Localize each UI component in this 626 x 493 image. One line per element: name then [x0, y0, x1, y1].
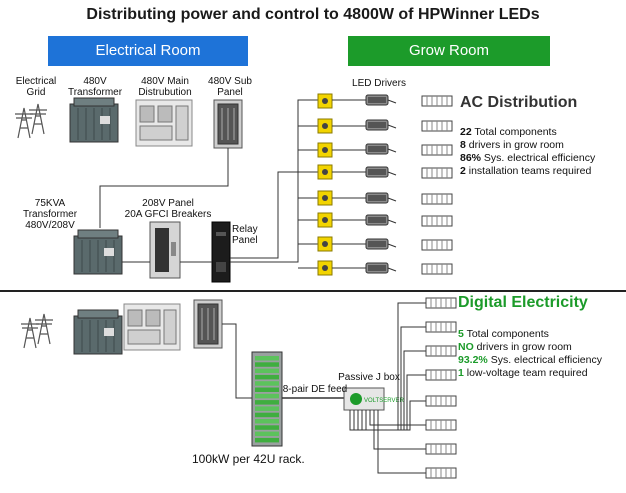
ac-stat-item: 86% Sys. electrical efficiency [460, 152, 596, 164]
passive-jbox-icon: VOLTSERVER [343, 387, 404, 411]
wire-relay-to-grow-b [230, 99, 318, 263]
electrical-grid-tower-icon [14, 107, 34, 139]
rack-caption: 100kW per 42U rack. [192, 452, 305, 466]
de-stats-list: 5 Total components NO drivers in grow ro… [458, 328, 602, 380]
de-fanout-wire [349, 302, 426, 431]
de-led-fixture-icon [425, 297, 457, 309]
ac-row [317, 118, 453, 134]
grow-room-banner: Grow Room [348, 36, 550, 66]
rack-module [255, 400, 279, 405]
de-stat-item: 1 low-voltage team required [458, 367, 588, 379]
ac-row [317, 260, 453, 276]
ac-stat-item: 2 installation teams required [460, 165, 592, 177]
label-transformer-480: 480V Transformer [67, 76, 123, 98]
de-fanout-wire [373, 410, 426, 450]
de-fanout-wire [365, 400, 426, 431]
jbox-brand-text: VOLTSERVER [364, 398, 404, 404]
rack-module [255, 356, 279, 361]
ac-stats-list: 22 Total components 8 drivers in grow ro… [460, 126, 595, 178]
rack-module [255, 431, 279, 437]
de-led-fixture-icon [425, 345, 457, 357]
label-transformer-75kva: 75KVA Transformer 480V/208V [22, 198, 78, 231]
rack-module [255, 387, 279, 392]
ac-distribution-heading: AC Distribution [460, 94, 578, 111]
label-panel-208v: 208V Panel 20A GFCI Breakers [124, 198, 212, 220]
rack-module [255, 362, 279, 367]
de-stat-item: NO drivers in grow room [458, 341, 572, 353]
de-sub-panel-icon [193, 299, 223, 349]
relay-panel-icon [211, 221, 231, 283]
de-grid-tower-icon [20, 317, 40, 349]
ac-row [317, 236, 453, 252]
de-stat-item: 5 Total components [458, 328, 549, 340]
label-main-distribution: 480V Main Distrubution [138, 76, 192, 98]
rack-module [255, 425, 279, 430]
wire-de-panel-to-rack [222, 323, 252, 399]
de-stat-item: 93.2% Sys. electrical efficiency [458, 354, 602, 366]
de-led-fixture-icon [425, 419, 457, 431]
de-led-fixture-icon [425, 369, 457, 381]
de-led-fixture-icon [425, 467, 457, 479]
rack-module [255, 374, 279, 380]
ac-stat-item: 8 drivers in grow room [460, 139, 564, 151]
rack-module [255, 412, 279, 418]
de-led-fixture-icon [425, 443, 457, 455]
rack-module [255, 368, 279, 374]
rack-module [255, 393, 279, 399]
electrical-grid-tower-icon [28, 103, 48, 135]
de-led-fixture-icon [425, 321, 457, 333]
digital-electricity-heading: Digital Electricity [458, 294, 588, 311]
transformer-75kva-icon [73, 229, 123, 275]
de-fixtures [425, 297, 457, 479]
sub-panel-icon [213, 99, 243, 149]
main-distribution-icon [135, 99, 193, 147]
ac-row [317, 190, 453, 206]
label-led-drivers: LED Drivers [352, 78, 406, 89]
label-de-feed: 8-pair DE feed [282, 384, 348, 395]
label-relay-panel: Relay Panel [232, 224, 258, 246]
wire-branch-bus [298, 125, 318, 269]
rack-module [255, 437, 279, 443]
de-fanout-wire [377, 410, 426, 474]
ac-row [317, 164, 453, 180]
rack-module [255, 381, 279, 386]
de-rack-icon [251, 351, 283, 447]
de-transformer-icon [73, 309, 123, 355]
ac-stat-item: 22 Total components [460, 126, 557, 138]
de-fanout-wires [349, 302, 426, 474]
electrical-room-banner: Electrical Room [48, 36, 248, 66]
rack-module [255, 406, 279, 411]
label-passive-jbox: Passive J box [338, 372, 400, 383]
de-fanout-wire [369, 410, 426, 426]
ac-row [317, 142, 453, 158]
wire-relay-to-grow-a [230, 171, 310, 259]
de-led-fixture-icon [425, 395, 457, 407]
panel-208v-icon [149, 221, 181, 279]
ac-row [317, 93, 453, 109]
label-electrical-grid: Electrical Grid [15, 76, 57, 98]
rack-module [255, 419, 279, 424]
ac-row [317, 212, 453, 228]
wire-subpanel-to-transformer [99, 148, 229, 228]
de-main-distribution-icon [123, 303, 181, 351]
de-grid-tower-icon [34, 313, 54, 345]
section-divider [0, 290, 626, 292]
page-title: Distributing power and control to 4800W … [86, 6, 540, 23]
transformer-480v-icon [69, 97, 119, 143]
label-sub-panel: 480V Sub Panel [208, 76, 252, 98]
